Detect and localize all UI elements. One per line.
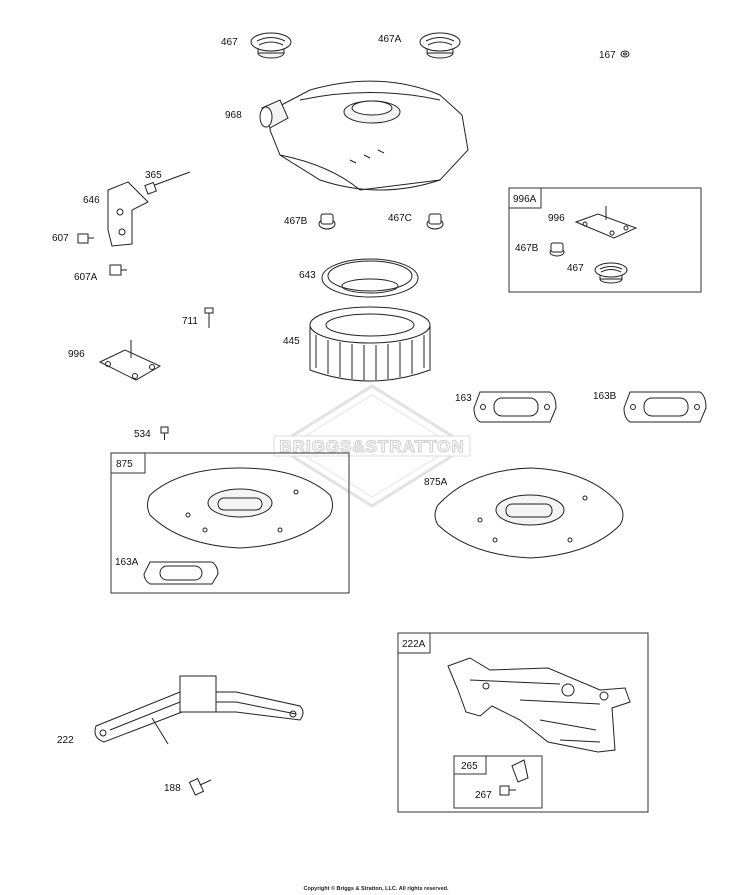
watermark-text: BRIGGS&STRATTON [279, 437, 464, 456]
part-607-bolt [77, 233, 94, 244]
kit-996A-label-467B: 467B [515, 243, 539, 254]
label-163B: 163B [593, 391, 617, 402]
kit-996A-title: 996A [513, 194, 537, 205]
part-711-bolt [204, 307, 214, 328]
part-646-bracket [107, 181, 149, 247]
label-607A: 607A [74, 272, 98, 283]
label-265: 265 [461, 761, 478, 772]
part-167-nut [620, 50, 630, 58]
part-188-bolt [188, 777, 212, 796]
label-607: 607 [52, 233, 69, 244]
label-222A: 222A [402, 639, 426, 650]
part-467A-cap [419, 32, 461, 59]
part-607A-bolt [109, 264, 127, 276]
part-labels: 467 467A 167 968 365 646 607 607A 467B 4… [52, 34, 617, 801]
kit-222A-box [397, 632, 649, 813]
part-534-bolt [160, 426, 169, 440]
part-643-precleaner [321, 258, 419, 298]
label-643: 643 [299, 270, 316, 281]
label-996: 996 [68, 349, 85, 360]
label-163A: 163A [115, 557, 139, 568]
label-875: 875 [116, 459, 133, 470]
brand-watermark: BRIGGS&STRATTON [273, 384, 471, 508]
label-188: 188 [164, 783, 181, 794]
part-996-plate [98, 340, 162, 381]
label-968: 968 [225, 110, 242, 121]
label-267: 267 [475, 790, 492, 801]
part-163-gasket [473, 391, 557, 423]
label-534: 534 [134, 429, 151, 440]
part-467C-knob [426, 213, 444, 230]
label-467A: 467A [378, 34, 402, 45]
label-875A: 875A [424, 477, 448, 488]
part-365-stud [144, 171, 191, 195]
label-467B: 467B [284, 216, 308, 227]
kit-996A-label-467: 467 [567, 263, 584, 274]
label-646: 646 [83, 195, 100, 206]
label-365: 365 [145, 170, 162, 181]
label-167: 167 [599, 50, 616, 61]
part-163B-gasket [623, 391, 707, 423]
label-222: 222 [57, 735, 74, 746]
label-467C: 467C [388, 213, 412, 224]
label-711: 711 [182, 316, 198, 327]
part-875A-plate [434, 467, 624, 559]
label-467: 467 [221, 37, 238, 48]
kit-875-box [110, 452, 350, 594]
part-467-cap [250, 32, 292, 59]
kit-996A-label-996: 996 [548, 213, 565, 224]
part-222-bracket [94, 675, 304, 745]
part-467B-knob [318, 213, 336, 230]
label-445: 445 [283, 336, 300, 347]
part-445-filter [309, 306, 431, 382]
kit-996A-box [508, 187, 702, 293]
part-968-cover [259, 80, 469, 191]
label-163: 163 [455, 393, 472, 404]
copyright-text: Copyright © Briggs & Stratton, LLC. All … [303, 885, 449, 892]
